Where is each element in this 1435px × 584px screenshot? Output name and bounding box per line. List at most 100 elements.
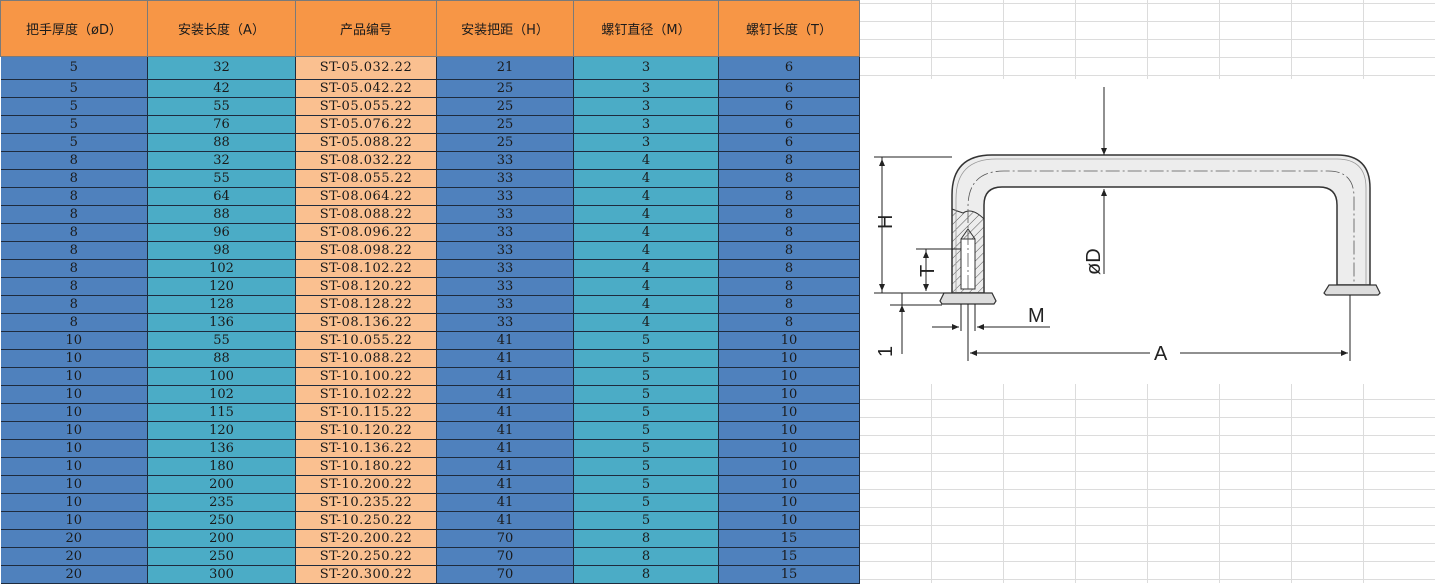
cell-screw-length[interactable]: 15 <box>718 547 860 566</box>
cell-install-length[interactable]: 200 <box>147 475 296 494</box>
cell-screw-diameter[interactable]: 5 <box>573 367 719 386</box>
cell-screw-diameter[interactable]: 4 <box>573 259 719 278</box>
cell-install-height[interactable]: 25 <box>436 115 574 134</box>
cell-install-height[interactable]: 21 <box>436 56 574 80</box>
cell-thickness[interactable]: 5 <box>0 56 148 80</box>
cell-thickness[interactable]: 8 <box>0 205 148 224</box>
cell-product-code[interactable]: ST-08.096.22 <box>295 223 437 242</box>
cell-screw-diameter[interactable]: 3 <box>573 133 719 152</box>
cell-screw-diameter[interactable]: 5 <box>573 421 719 440</box>
cell-screw-diameter[interactable]: 8 <box>573 529 719 548</box>
cell-thickness[interactable]: 10 <box>0 475 148 494</box>
cell-install-height[interactable]: 41 <box>436 403 574 422</box>
header-screw-length[interactable]: 螺钉长度（T） <box>718 0 860 57</box>
cell-screw-diameter[interactable]: 5 <box>573 475 719 494</box>
cell-screw-length[interactable]: 15 <box>718 529 860 548</box>
cell-screw-length[interactable]: 6 <box>718 133 860 152</box>
cell-install-length[interactable]: 200 <box>147 529 296 548</box>
cell-screw-diameter[interactable]: 3 <box>573 79 719 98</box>
cell-install-height[interactable]: 33 <box>436 313 574 332</box>
cell-screw-diameter[interactable]: 8 <box>573 547 719 566</box>
cell-install-height[interactable]: 25 <box>436 133 574 152</box>
cell-product-code[interactable]: ST-05.076.22 <box>295 115 437 134</box>
cell-install-height[interactable]: 41 <box>436 439 574 458</box>
cell-install-length[interactable]: 120 <box>147 421 296 440</box>
cell-screw-diameter[interactable]: 8 <box>573 565 719 584</box>
cell-product-code[interactable]: ST-10.180.22 <box>295 457 437 476</box>
cell-screw-length[interactable]: 6 <box>718 97 860 116</box>
cell-thickness[interactable]: 8 <box>0 187 148 206</box>
cell-product-code[interactable]: ST-05.088.22 <box>295 133 437 152</box>
cell-thickness[interactable]: 10 <box>0 367 148 386</box>
cell-screw-length[interactable]: 10 <box>718 475 860 494</box>
cell-screw-diameter[interactable]: 4 <box>573 187 719 206</box>
cell-screw-length[interactable]: 6 <box>718 115 860 134</box>
cell-screw-length[interactable]: 6 <box>718 56 860 80</box>
cell-install-height[interactable]: 33 <box>436 241 574 260</box>
cell-thickness[interactable]: 10 <box>0 493 148 512</box>
cell-product-code[interactable]: ST-10.200.22 <box>295 475 437 494</box>
cell-install-height[interactable]: 25 <box>436 79 574 98</box>
cell-thickness[interactable]: 5 <box>0 133 148 152</box>
cell-thickness[interactable]: 8 <box>0 313 148 332</box>
cell-install-length[interactable]: 180 <box>147 457 296 476</box>
cell-screw-length[interactable]: 8 <box>718 205 860 224</box>
cell-install-length[interactable]: 300 <box>147 565 296 584</box>
cell-screw-length[interactable]: 10 <box>718 403 860 422</box>
cell-screw-diameter[interactable]: 4 <box>573 313 719 332</box>
cell-screw-diameter[interactable]: 4 <box>573 223 719 242</box>
cell-product-code[interactable]: ST-10.100.22 <box>295 367 437 386</box>
cell-screw-length[interactable]: 10 <box>718 457 860 476</box>
cell-install-length[interactable]: 64 <box>147 187 296 206</box>
cell-product-code[interactable]: ST-10.088.22 <box>295 349 437 368</box>
cell-screw-length[interactable]: 10 <box>718 367 860 386</box>
cell-install-length[interactable]: 235 <box>147 493 296 512</box>
cell-install-height[interactable]: 70 <box>436 529 574 548</box>
cell-install-length[interactable]: 136 <box>147 313 296 332</box>
cell-product-code[interactable]: ST-08.120.22 <box>295 277 437 296</box>
cell-product-code[interactable]: ST-20.300.22 <box>295 565 437 584</box>
cell-product-code[interactable]: ST-08.098.22 <box>295 241 437 260</box>
header-product-code[interactable]: 产品编号 <box>295 0 437 57</box>
cell-thickness[interactable]: 5 <box>0 79 148 98</box>
cell-product-code[interactable]: ST-05.042.22 <box>295 79 437 98</box>
cell-screw-length[interactable]: 8 <box>718 169 860 188</box>
cell-screw-length[interactable]: 8 <box>718 259 860 278</box>
cell-thickness[interactable]: 8 <box>0 277 148 296</box>
cell-install-length[interactable]: 55 <box>147 331 296 350</box>
cell-product-code[interactable]: ST-10.250.22 <box>295 511 437 530</box>
cell-install-length[interactable]: 32 <box>147 151 296 170</box>
cell-screw-diameter[interactable]: 4 <box>573 205 719 224</box>
cell-screw-diameter[interactable]: 3 <box>573 56 719 80</box>
cell-screw-diameter[interactable]: 3 <box>573 115 719 134</box>
cell-product-code[interactable]: ST-20.200.22 <box>295 529 437 548</box>
cell-install-length[interactable]: 250 <box>147 511 296 530</box>
cell-install-height[interactable]: 33 <box>436 295 574 314</box>
cell-thickness[interactable]: 20 <box>0 547 148 566</box>
cell-install-length[interactable]: 55 <box>147 169 296 188</box>
cell-screw-length[interactable]: 15 <box>718 565 860 584</box>
cell-screw-length[interactable]: 8 <box>718 187 860 206</box>
cell-screw-diameter[interactable]: 5 <box>573 493 719 512</box>
cell-thickness[interactable]: 10 <box>0 421 148 440</box>
cell-product-code[interactable]: ST-08.032.22 <box>295 151 437 170</box>
cell-product-code[interactable]: ST-10.115.22 <box>295 403 437 422</box>
cell-install-height[interactable]: 33 <box>436 277 574 296</box>
cell-screw-diameter[interactable]: 4 <box>573 241 719 260</box>
cell-product-code[interactable]: ST-08.064.22 <box>295 187 437 206</box>
cell-screw-length[interactable]: 8 <box>718 151 860 170</box>
cell-install-height[interactable]: 33 <box>436 169 574 188</box>
cell-screw-diameter[interactable]: 5 <box>573 439 719 458</box>
cell-screw-length[interactable]: 10 <box>718 439 860 458</box>
cell-product-code[interactable]: ST-10.102.22 <box>295 385 437 404</box>
header-screw-diameter[interactable]: 螺钉直径（M） <box>573 0 719 57</box>
cell-install-height[interactable]: 41 <box>436 349 574 368</box>
cell-thickness[interactable]: 10 <box>0 403 148 422</box>
cell-screw-diameter[interactable]: 4 <box>573 169 719 188</box>
cell-install-length[interactable]: 102 <box>147 385 296 404</box>
cell-screw-length[interactable]: 8 <box>718 223 860 242</box>
cell-thickness[interactable]: 8 <box>0 241 148 260</box>
cell-thickness[interactable]: 5 <box>0 97 148 116</box>
cell-screw-length[interactable]: 10 <box>718 493 860 512</box>
cell-install-height[interactable]: 70 <box>436 547 574 566</box>
